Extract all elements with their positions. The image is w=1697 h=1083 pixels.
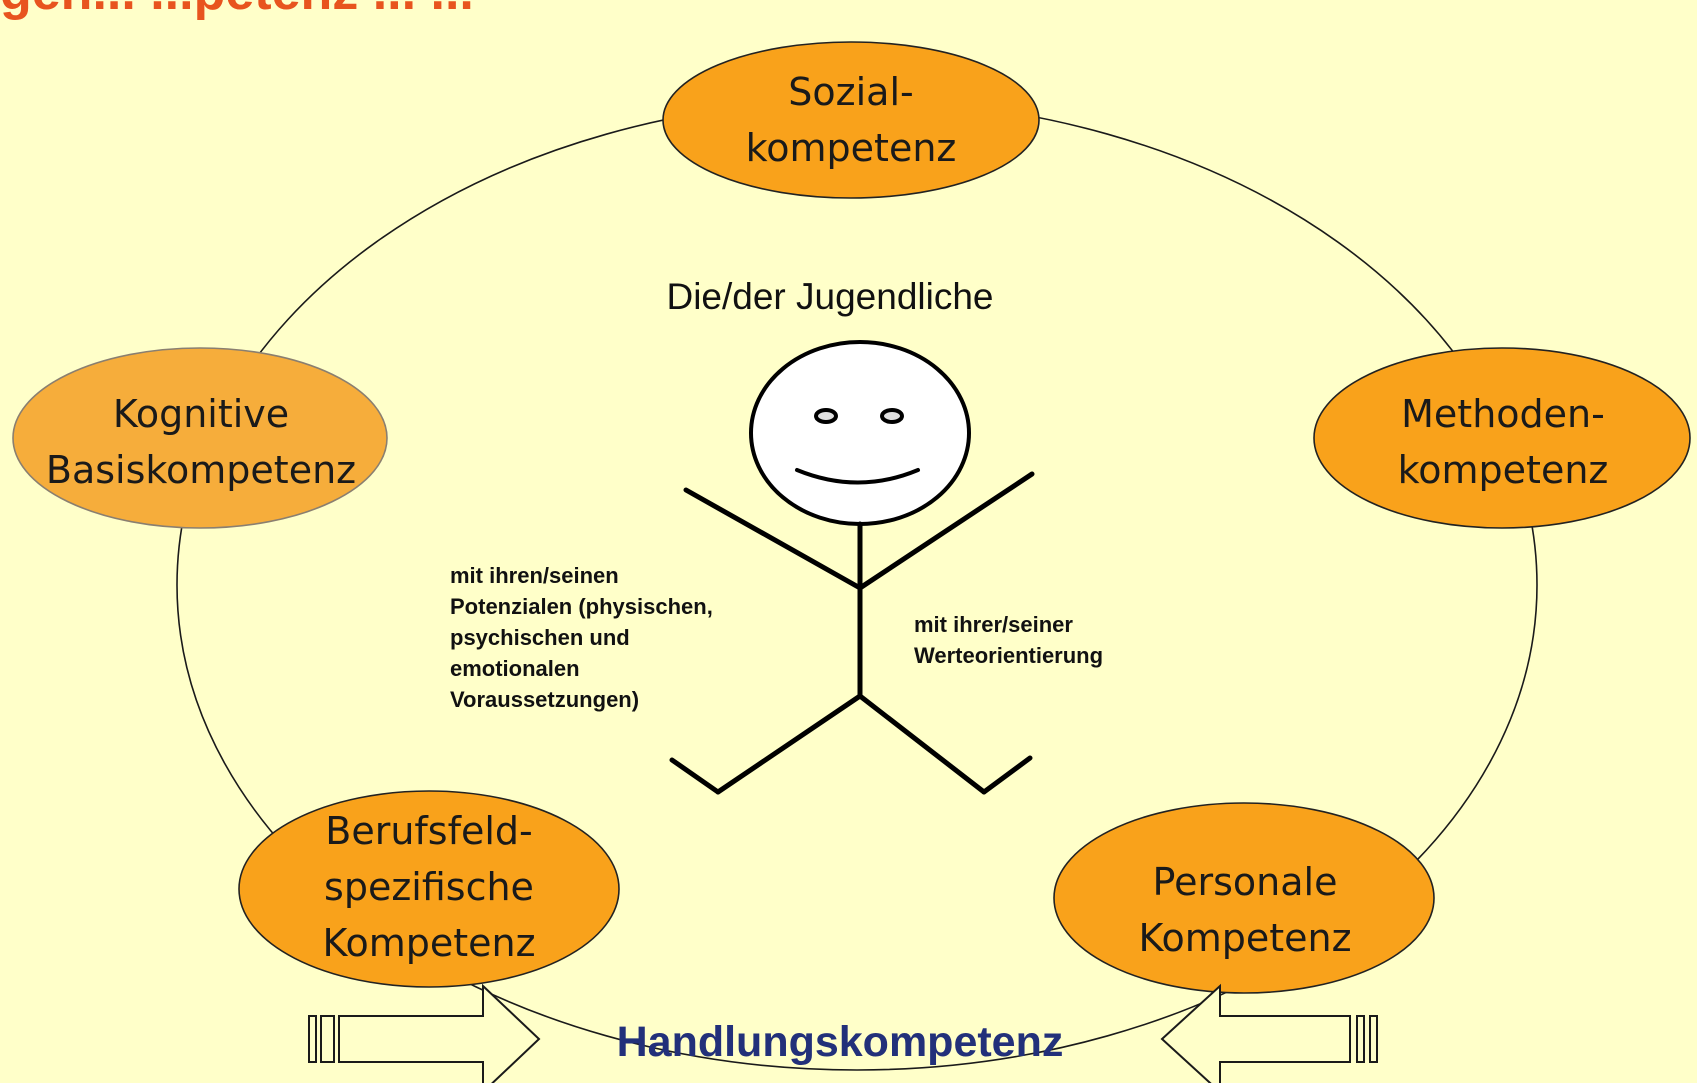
page-title-strip: gen... ...petenz ... ... xyxy=(0,0,1697,22)
personal-node[interactable] xyxy=(1053,802,1435,994)
note-left-line: Voraussetzungen) xyxy=(450,687,640,712)
berufsfeld-node[interactable] xyxy=(238,790,620,988)
note-right-line: Werteorientierung xyxy=(914,643,1104,668)
methoden-label-line: Methoden- xyxy=(1401,392,1605,436)
arrow-left-icon xyxy=(1160,983,1378,1083)
bottom-label: Handlungskompetenz xyxy=(616,1018,1064,1066)
kognitiv-node[interactable] xyxy=(12,347,388,529)
page-title: gen... ...petenz ... ... xyxy=(0,0,474,22)
sozial-label-line: Sozial- xyxy=(788,70,914,114)
berufsfeld-label-line: Kompetenz xyxy=(322,921,536,965)
kognitiv-label-line: Kognitive xyxy=(112,392,290,436)
arrow-right-icon xyxy=(308,983,541,1083)
personal-label: Personale Kompetenz xyxy=(1064,840,1426,980)
center-label: Die/der Jugendliche xyxy=(666,276,994,317)
kognitiv-label: Kognitive Basiskompetenz xyxy=(20,372,382,512)
note-left-line: psychischen und xyxy=(450,625,630,650)
kognitiv-label-line: Basiskompetenz xyxy=(45,448,357,492)
sozial-label: Sozial- kompetenz xyxy=(670,50,1032,190)
berufsfeld-label-line: Berufsfeld- xyxy=(325,809,533,853)
berufsfeld-label: Berufsfeld- spezifische Kompetenz xyxy=(248,802,610,972)
note-left-line: emotionalen xyxy=(450,656,580,681)
methoden-node[interactable] xyxy=(1313,347,1691,529)
sozial-node[interactable] xyxy=(662,41,1040,199)
note-right-line: mit ihrer/seiner xyxy=(914,612,1073,637)
personal-label-line: Personale xyxy=(1152,860,1338,904)
note-left-line: mit ihren/seinen xyxy=(450,563,619,588)
note-left: mit ihren/seinen Potenzialen (physischen… xyxy=(450,560,713,715)
berufsfeld-label-line: spezifische xyxy=(324,865,534,909)
methoden-label: Methoden- kompetenz xyxy=(1322,372,1684,512)
methoden-label-line: kompetenz xyxy=(1397,448,1609,492)
note-right: mit ihrer/seiner Werteorientierung xyxy=(914,609,1103,671)
personal-label-line: Kompetenz xyxy=(1138,916,1352,960)
sozial-label-line: kompetenz xyxy=(745,126,957,170)
note-left-line: Potenzialen (physischen, xyxy=(450,594,713,619)
stick-figure-icon xyxy=(669,340,1035,795)
